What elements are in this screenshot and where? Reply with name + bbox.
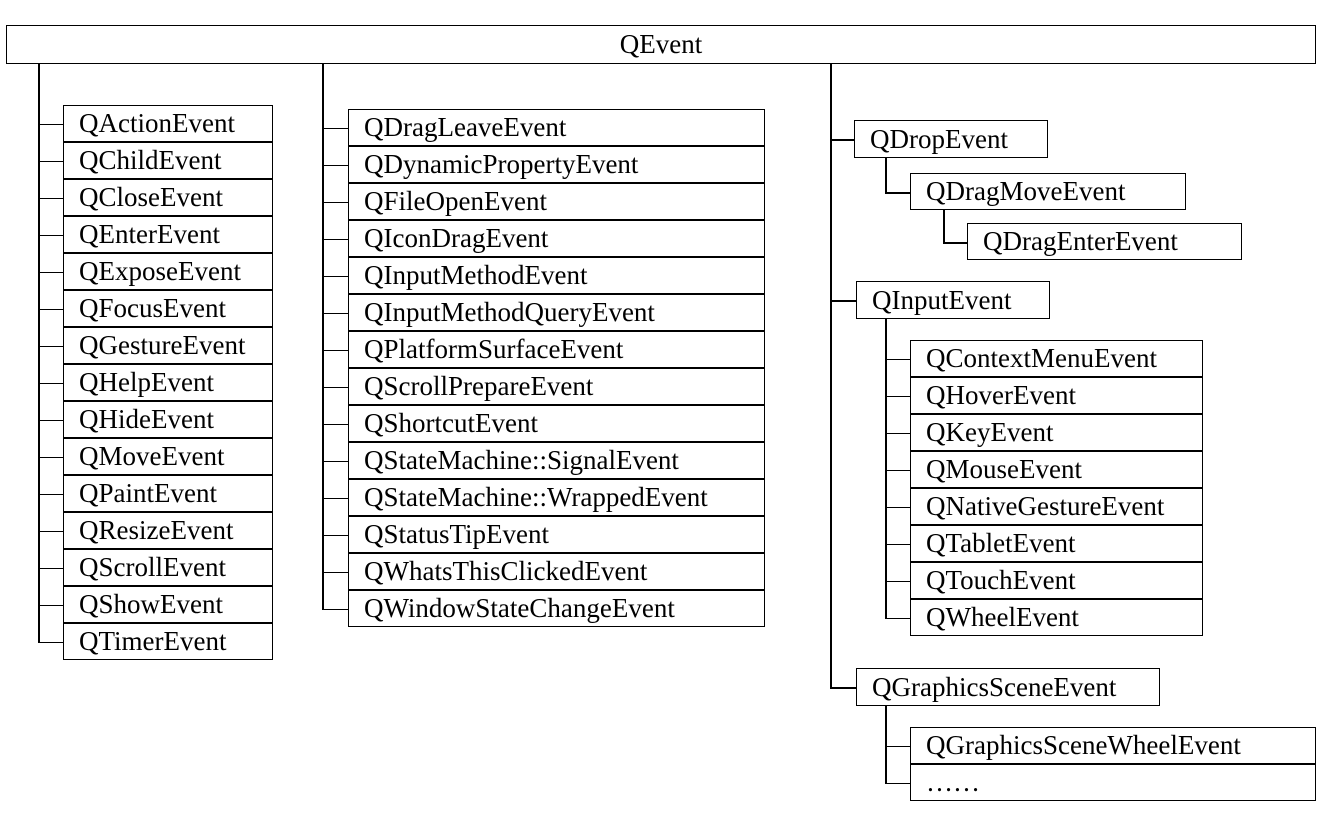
node-qstatustipevent: QStatusTipEvent [348, 516, 765, 553]
connector [38, 567, 63, 569]
connector [38, 604, 63, 606]
node-qdragmoveevent: QDragMoveEvent [910, 173, 1186, 210]
node-qplatformsurfaceevent: QPlatformSurfaceEvent [348, 331, 765, 368]
node-qcontextmenuevent: QContextMenuEvent [910, 340, 1203, 377]
node-qhelpevent: QHelpEvent [63, 364, 273, 401]
connector [322, 238, 348, 240]
node-qstatemachine-wrappedevent: QStateMachine::WrappedEvent [348, 479, 765, 516]
connector [322, 201, 348, 203]
connector [885, 432, 910, 434]
input-trunk [885, 319, 887, 618]
node-ellipsis: …… [910, 764, 1316, 801]
node-qmouseevent: QMouseEvent [910, 451, 1203, 488]
connector [38, 493, 63, 495]
col1-trunk [38, 64, 40, 642]
connector [322, 571, 348, 573]
node-qfocusevent: QFocusEvent [63, 290, 273, 327]
connector [830, 139, 854, 141]
connector [38, 160, 63, 162]
node-qgraphicsscenewheelevent: QGraphicsSceneWheelEvent [910, 727, 1316, 764]
connector [885, 192, 910, 194]
node-qgraphicssceneevent: QGraphicsSceneEvent [856, 668, 1160, 706]
node-qinputmethodevent: QInputMethodEvent [348, 257, 765, 294]
connector [322, 349, 348, 351]
node-qshowevent: QShowEvent [63, 586, 273, 623]
connector [322, 534, 348, 536]
node-qtouchevent: QTouchEvent [910, 562, 1203, 599]
connector [38, 123, 63, 125]
node-qkeyevent: QKeyEvent [910, 414, 1203, 451]
node-qdragleaveevent: QDragLeaveEvent [348, 109, 765, 146]
node-qinputmethodqueryevent: QInputMethodQueryEvent [348, 294, 765, 331]
node-qactionevent: QActionEvent [63, 105, 273, 142]
col2-trunk [322, 64, 324, 609]
connector [38, 234, 63, 236]
connector [322, 608, 348, 610]
node-qwhatsthisclickedevent: QWhatsThisClickedEvent [348, 553, 765, 590]
connector [38, 345, 63, 347]
node-qtimerevent: QTimerEvent [63, 623, 273, 660]
connector [322, 386, 348, 388]
node-qnativegestureevent: QNativeGestureEvent [910, 488, 1203, 525]
connector [38, 530, 63, 532]
node-qicondragevent: QIconDragEvent [348, 220, 765, 257]
connector [322, 164, 348, 166]
connector [943, 210, 945, 242]
node-qhideevent: QHideEvent [63, 401, 273, 438]
node-qexposeevent: QExposeEvent [63, 253, 273, 290]
connector [38, 382, 63, 384]
connector [322, 312, 348, 314]
connector [38, 456, 63, 458]
connector [38, 419, 63, 421]
graphics-trunk [885, 706, 887, 783]
connector [38, 197, 63, 199]
connector [322, 497, 348, 499]
connector [885, 395, 910, 397]
connector [885, 506, 910, 508]
connector [38, 641, 63, 643]
node-qinputevent: QInputEvent [856, 281, 1050, 319]
connector [885, 158, 887, 192]
node-qwheelevent: QWheelEvent [910, 599, 1203, 636]
root-node: QEvent [6, 25, 1316, 64]
node-qdropevent: QDropEvent [854, 120, 1048, 158]
node-qwindowstatechangeevent: QWindowStateChangeEvent [348, 590, 765, 627]
connector [885, 469, 910, 471]
node-qcloseevent: QCloseEvent [63, 179, 273, 216]
connector [885, 543, 910, 545]
connector [885, 617, 910, 619]
connector [830, 687, 856, 689]
connector [885, 580, 910, 582]
connector [322, 460, 348, 462]
connector [885, 358, 910, 360]
node-qresizeevent: QResizeEvent [63, 512, 273, 549]
connector [943, 242, 967, 244]
node-qdynamicpropertyevent: QDynamicPropertyEvent [348, 146, 765, 183]
connector [885, 745, 910, 747]
node-qscrollprepareevent: QScrollPrepareEvent [348, 368, 765, 405]
connector [38, 271, 63, 273]
connector [322, 127, 348, 129]
node-qshortcutevent: QShortcutEvent [348, 405, 765, 442]
col3-trunk [830, 64, 832, 688]
node-qtabletevent: QTabletEvent [910, 525, 1203, 562]
connector [830, 300, 856, 302]
node-qchildevent: QChildEvent [63, 142, 273, 179]
connector [322, 275, 348, 277]
node-qfileopenevent: QFileOpenEvent [348, 183, 765, 220]
connector [38, 308, 63, 310]
node-qenterevent: QEnterEvent [63, 216, 273, 253]
connector [322, 423, 348, 425]
node-qstatemachine-signalevent: QStateMachine::SignalEvent [348, 442, 765, 479]
connector [885, 782, 910, 784]
node-qmoveevent: QMoveEvent [63, 438, 273, 475]
node-qgestureevent: QGestureEvent [63, 327, 273, 364]
node-qpaintevent: QPaintEvent [63, 475, 273, 512]
node-qdragenterevent: QDragEnterEvent [967, 223, 1242, 260]
node-qscrollevent: QScrollEvent [63, 549, 273, 586]
node-qhoverevent: QHoverEvent [910, 377, 1203, 414]
